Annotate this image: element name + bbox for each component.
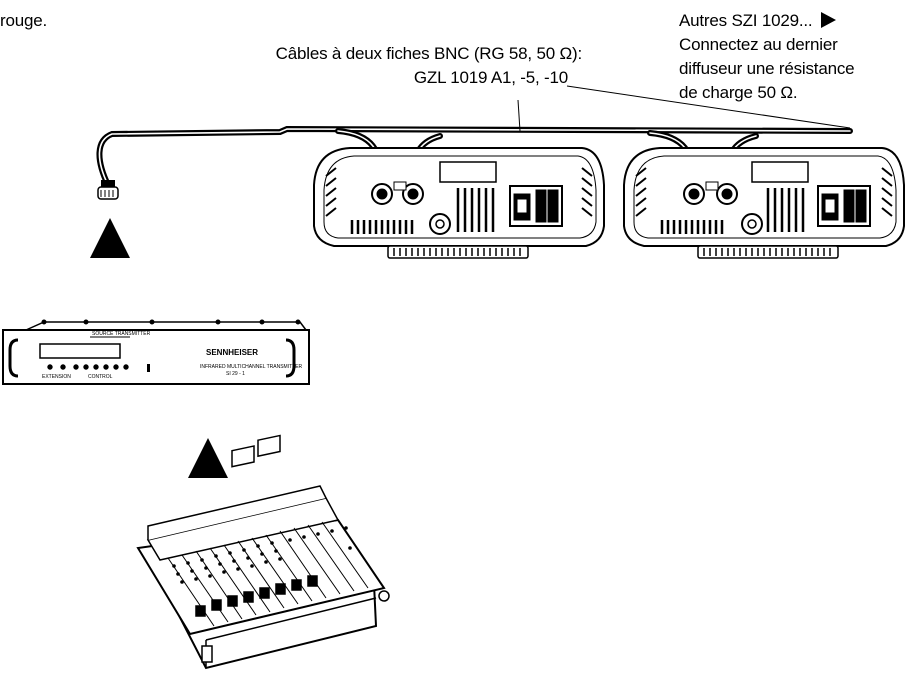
transmitter-model-line2: SI 29 - 1	[226, 371, 245, 377]
right-triangle-icon	[820, 12, 836, 28]
cable-models-text: GZL 1019 A1, -5, -10	[413, 68, 568, 87]
other-units-label: Autres SZI 1029...	[679, 11, 813, 30]
up-triangle-icon-2	[188, 438, 228, 478]
transmitter-brand: SENNHEISER	[206, 348, 259, 357]
transmitter-control-label: CONTROL	[88, 374, 113, 380]
transmitter-ext-label: EXTENSION	[42, 374, 71, 380]
other-units-text: Autres SZI 1029...	[679, 9, 836, 32]
top-left-fragment-text: rouge.	[0, 11, 48, 30]
load-leader-line	[566, 85, 851, 129]
up-triangle-icon	[90, 218, 130, 258]
connect-line-3: de charge 50 Ω.	[679, 83, 798, 102]
mixing-console	[136, 434, 390, 670]
transmitter-model-line1: INFRARED MULTICHANNEL TRANSMITTER	[200, 364, 303, 370]
rack-transmitter	[2, 319, 310, 385]
transmitter-small-label: SOURCE TRANSMITTER	[92, 331, 151, 337]
bnc-plug	[97, 180, 119, 200]
connect-line-1: Connectez au dernier	[679, 35, 838, 54]
cable-title-text: Câbles à deux fiches BNC (RG 58, 50 Ω):	[275, 44, 583, 63]
connect-line-2: diffuseur une résistance	[679, 59, 855, 78]
radiator-unit-1	[313, 147, 605, 259]
cable-leader-line	[517, 99, 521, 132]
radiator-unit-2	[623, 147, 905, 259]
